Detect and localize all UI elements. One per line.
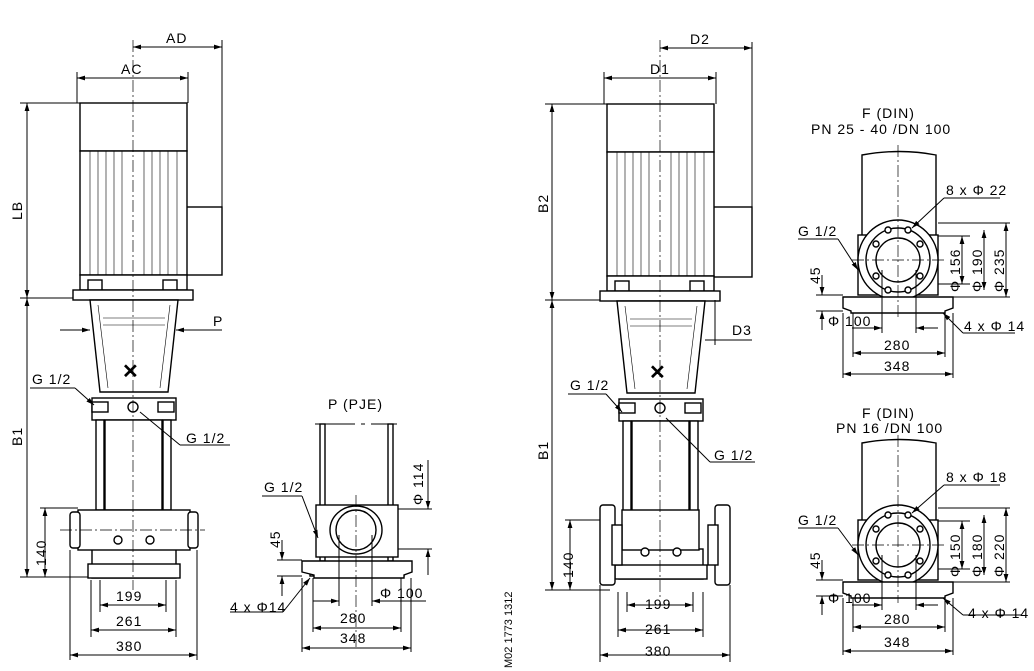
dim-280: 280 [340, 610, 366, 626]
drawing-id: M02 1773 1312 [503, 592, 515, 668]
dim-348: 348 [884, 358, 910, 374]
label-g-top: G 1/2 [32, 371, 71, 387]
dim-199: 199 [645, 596, 671, 612]
flange-view-top: F (DIN) PN 25 - 40 /DN 100 8 x Φ 22 G 1/… [798, 105, 1025, 378]
dim-280: 280 [884, 337, 910, 353]
dim-380: 380 [645, 643, 671, 659]
dim-AD: AD [166, 30, 187, 46]
label-bolts: 8 x Φ 22 [946, 182, 1007, 198]
dim-45: 45 [807, 551, 823, 569]
pump-right: D2 D1 B2 B1 140 D3 199 261 380 G 1/2 G 1… [535, 31, 755, 662]
dim-B1: B1 [535, 441, 551, 460]
label-holes: 4 x Φ14 [230, 599, 286, 615]
dim-380: 380 [116, 638, 142, 654]
dim-280: 280 [884, 611, 910, 627]
pump-left: AD AC LB B1 140 P 199 261 380 G 1/2 G 1/… [9, 30, 230, 660]
flange-bottom-subtitle: PN 16 /DN 100 [836, 420, 943, 436]
dim-261: 261 [645, 621, 671, 637]
dim-B1: B1 [9, 427, 25, 446]
dim-d114: Φ 114 [410, 463, 426, 505]
dim-45: 45 [267, 530, 283, 548]
dim-199: 199 [116, 588, 142, 604]
label-g: G 1/2 [264, 479, 303, 495]
dim-d180: Φ 180 [969, 534, 985, 577]
flange-top-title: F (DIN) [862, 105, 915, 121]
dim-140: 140 [560, 552, 576, 578]
dim-D3: D3 [732, 322, 752, 338]
dim-d100: Φ 100 [828, 590, 871, 606]
dim-d220: Φ 220 [991, 534, 1007, 577]
label-g-bottom: G 1/2 [714, 447, 753, 463]
dim-45: 45 [807, 266, 823, 284]
dim-d235: Φ 235 [991, 249, 1007, 292]
dim-B2: B2 [535, 194, 551, 213]
label-g-bottom: G 1/2 [186, 430, 225, 446]
flange-view-bottom: F (DIN) PN 16 /DN 100 8 x Φ 18 G 1/2 Φ 1… [798, 405, 1029, 655]
pje-view-title: P (PJE) [328, 396, 383, 412]
dim-348: 348 [340, 630, 366, 646]
dim-140: 140 [33, 540, 49, 566]
dim-D1: D1 [650, 61, 670, 77]
dim-D2: D2 [690, 31, 710, 47]
dim-d190: Φ 190 [969, 249, 985, 292]
flange-top-subtitle: PN 25 - 40 /DN 100 [811, 121, 951, 137]
dim-348: 348 [884, 634, 910, 650]
label-g: G 1/2 [798, 512, 837, 528]
dim-d100: Φ 100 [380, 585, 423, 601]
label-bolts: 8 x Φ 18 [946, 469, 1007, 485]
dim-d100: Φ 100 [828, 313, 871, 329]
label-holes: 4 x Φ 14 [964, 318, 1025, 334]
dim-P: P [213, 313, 223, 329]
pje-view: P (PJE) Φ 114 45 G 1/2 4 x Φ14 Φ 100 280… [230, 396, 432, 652]
flange-bottom-title: F (DIN) [862, 405, 915, 421]
label-g-top: G 1/2 [570, 377, 609, 393]
dim-d156: Φ 156 [947, 249, 963, 292]
label-holes: 4 x Φ 14 [968, 605, 1029, 621]
dim-AC: AC [121, 61, 142, 77]
label-g: G 1/2 [798, 223, 837, 239]
dim-LB: LB [9, 201, 25, 220]
dim-261: 261 [116, 613, 142, 629]
dim-d150: Φ 150 [947, 534, 963, 577]
